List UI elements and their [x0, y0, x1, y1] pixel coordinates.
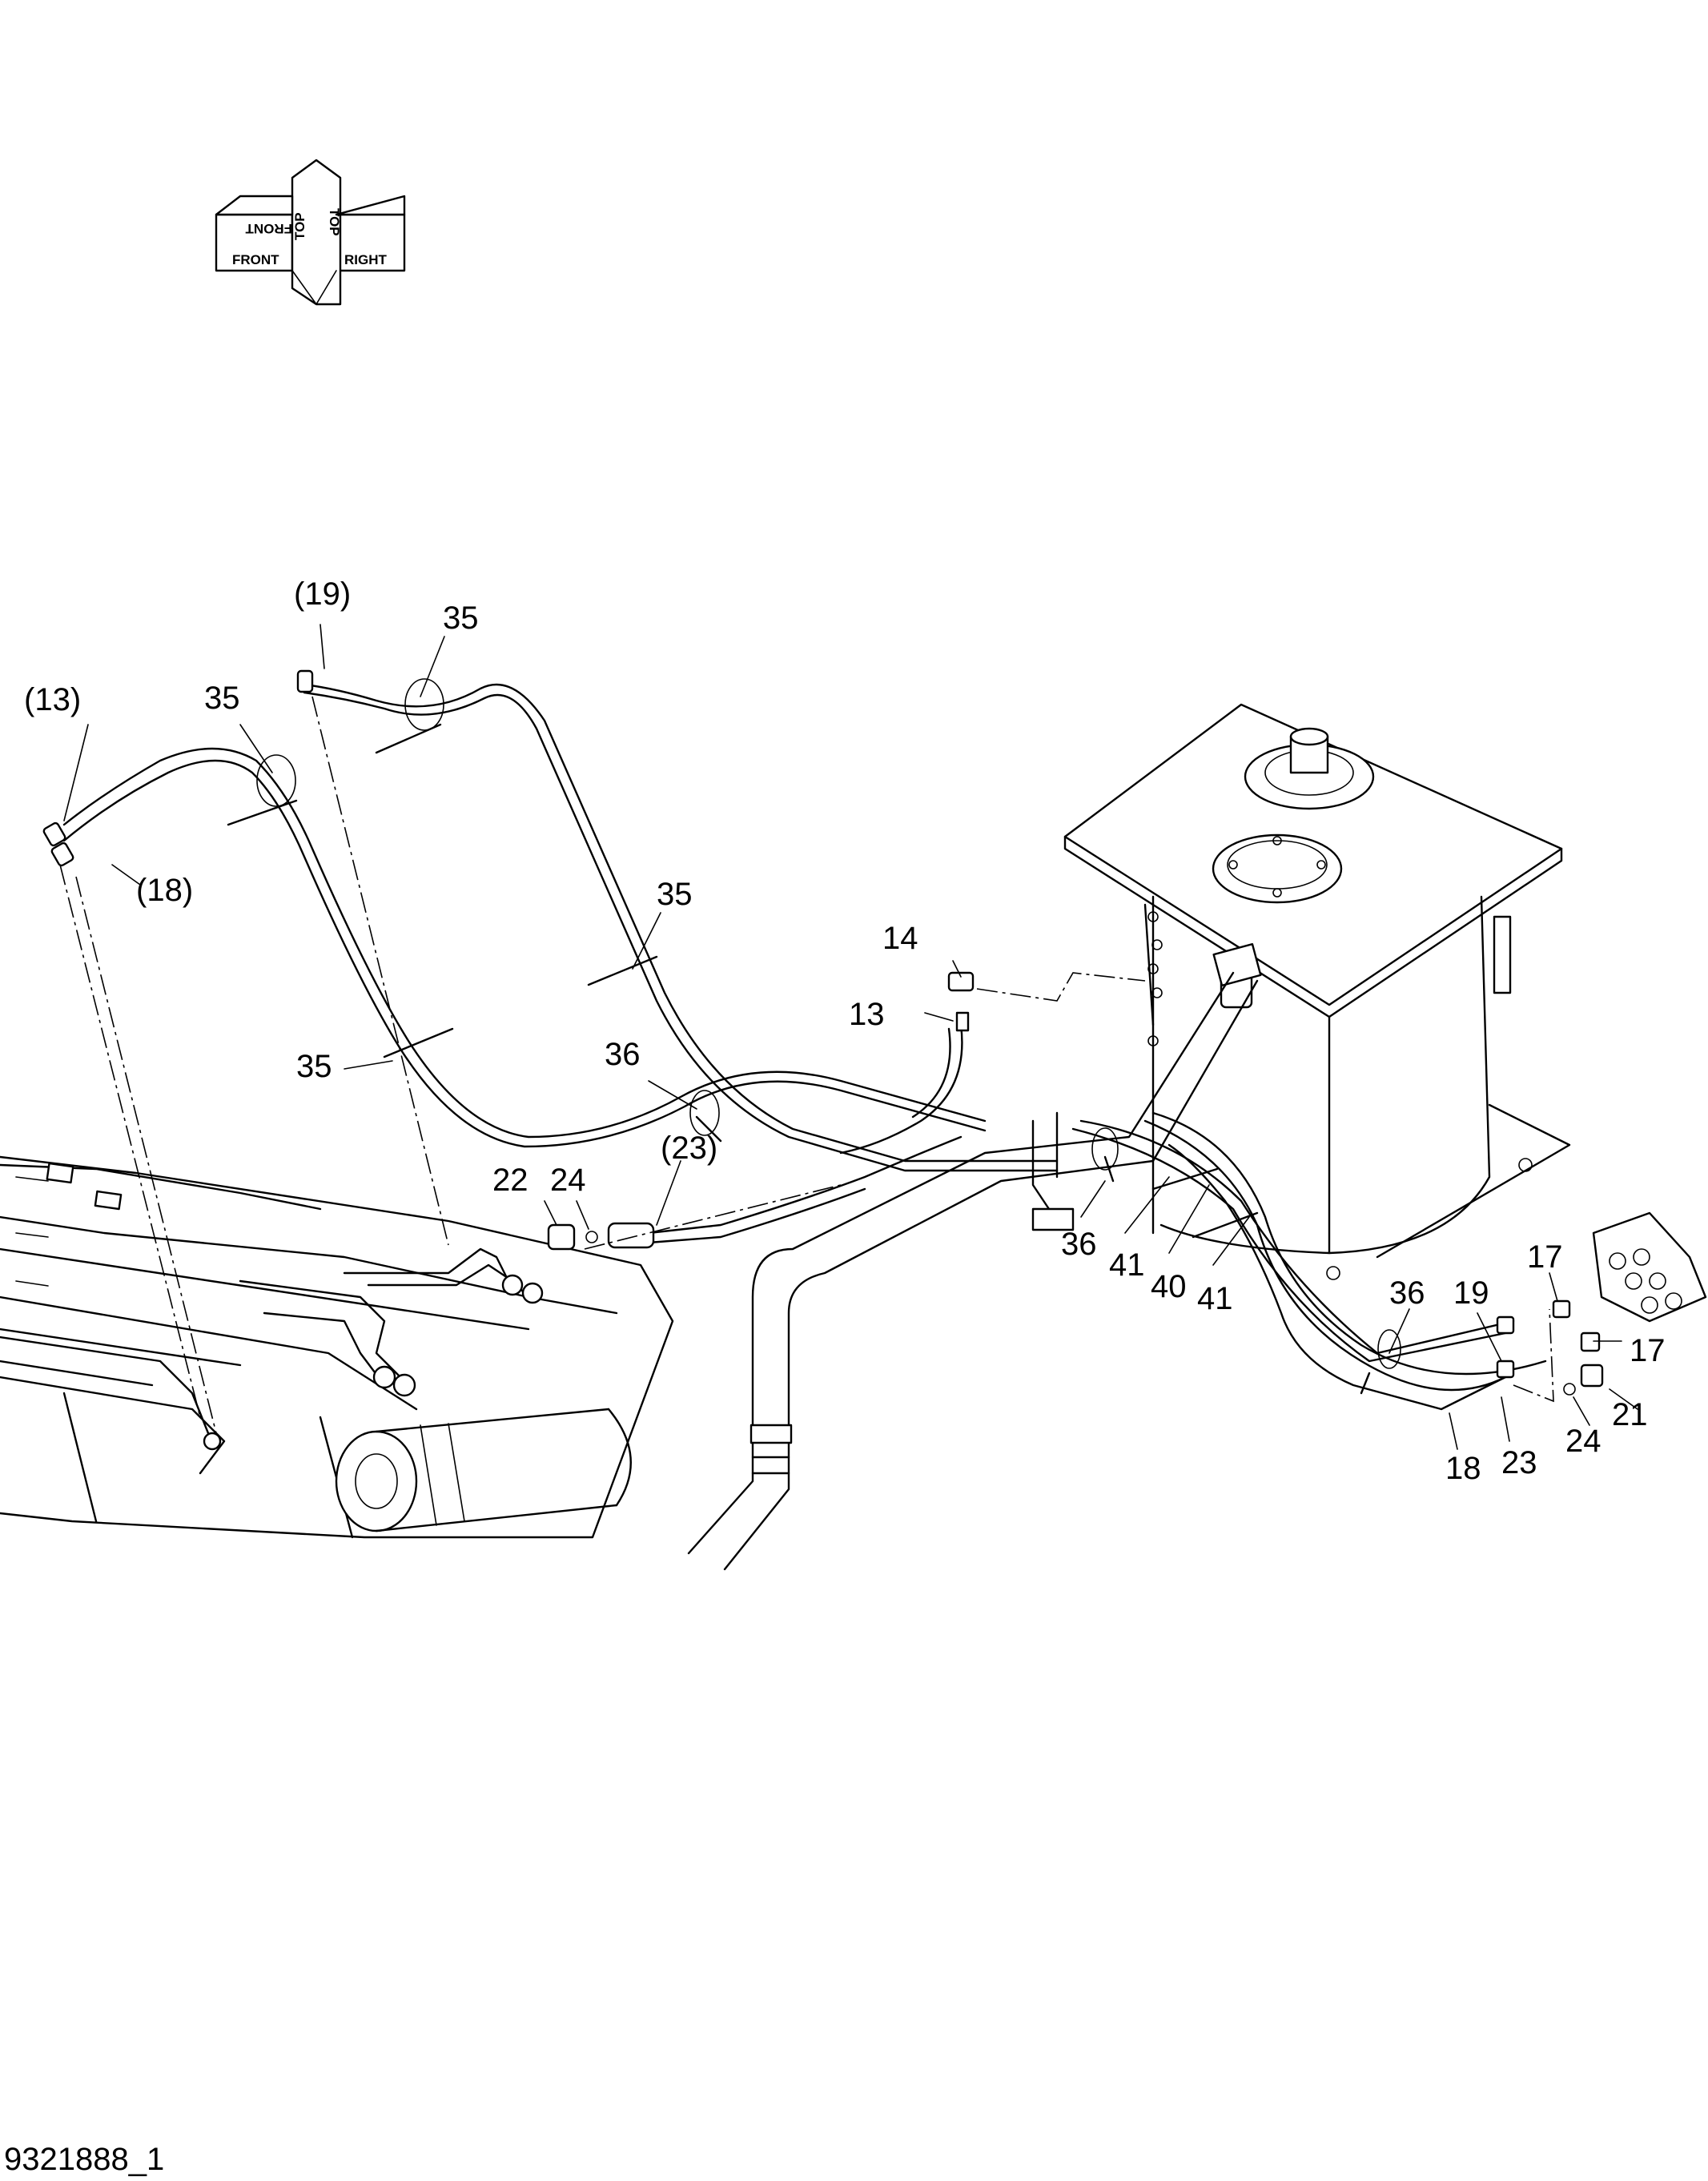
- top-mirrored-label: TOP: [327, 208, 342, 236]
- leader-lines: [59, 624, 1638, 1450]
- callout-18: 18: [1445, 1451, 1481, 1486]
- callout-21: 21: [1612, 1397, 1648, 1432]
- top-label: TOP: [292, 212, 307, 240]
- callout-35: 35: [204, 681, 240, 716]
- callout-17: 17: [1630, 1333, 1666, 1368]
- front-mirrored-label: FRONT: [245, 221, 292, 236]
- callout-35: 35: [296, 1049, 332, 1084]
- callout-22: 22: [492, 1163, 528, 1198]
- hydraulic-tank: [1063, 703, 1571, 1280]
- callout-23: 23: [1501, 1445, 1537, 1480]
- callout-13: 13: [849, 997, 885, 1032]
- callout-19-ref: (19): [294, 576, 351, 612]
- boom-assembly: [0, 1155, 674, 1539]
- fittings: [42, 669, 1707, 1396]
- right-label: RIGHT: [344, 252, 388, 267]
- callout-23-ref: (23): [661, 1131, 717, 1166]
- callout-18-ref: (18): [136, 873, 193, 908]
- callout-36: 36: [1389, 1275, 1425, 1311]
- callout-40: 40: [1151, 1269, 1187, 1304]
- hydraulic-hoses: [62, 683, 1547, 1411]
- callout-36: 36: [1061, 1227, 1097, 1262]
- callout-35: 35: [657, 877, 693, 912]
- callout-24: 24: [1565, 1424, 1602, 1459]
- front-label: FRONT: [232, 252, 279, 267]
- callout-41: 41: [1109, 1247, 1145, 1283]
- callout-35: 35: [443, 600, 479, 636]
- callout-13-ref: (13): [24, 682, 81, 717]
- orientation-arrows-icon: [215, 159, 406, 306]
- callout-36: 36: [605, 1037, 641, 1072]
- callout-41: 41: [1197, 1281, 1233, 1316]
- callout-24: 24: [550, 1163, 586, 1198]
- clamps: [227, 678, 1401, 1395]
- callout-17: 17: [1527, 1239, 1563, 1275]
- callout-14: 14: [882, 921, 918, 956]
- drawing-id: 9321888_1: [4, 2142, 164, 2177]
- frame-pipes: [687, 971, 1259, 1571]
- callout-19: 19: [1453, 1275, 1489, 1311]
